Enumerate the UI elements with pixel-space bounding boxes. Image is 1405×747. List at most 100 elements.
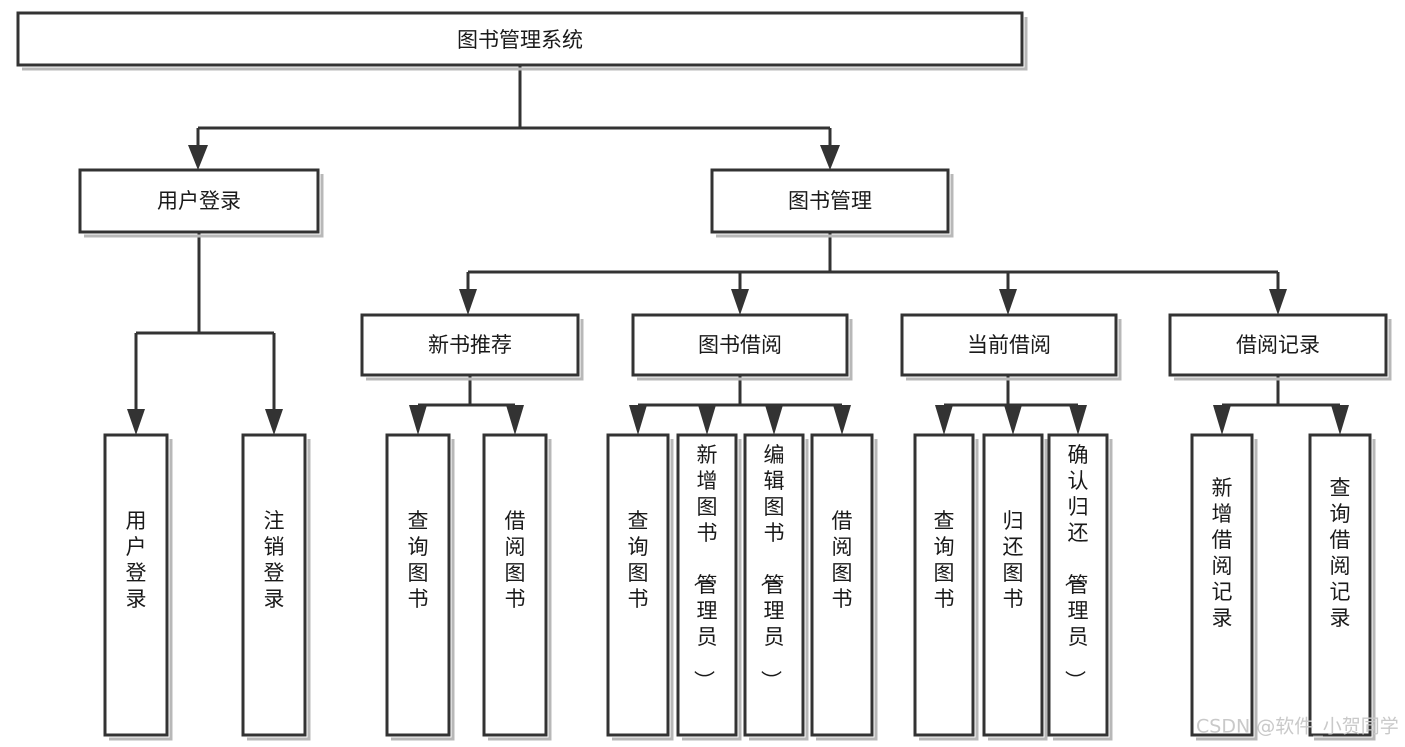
node-leaf-borrow-book-2[interactable]: 借阅图书 bbox=[810, 433, 878, 741]
node-leaf-query-book-2-box bbox=[606, 433, 670, 737]
node-leaf-confirm-return-box bbox=[1047, 433, 1109, 737]
node-leaf-edit-book-shadow bbox=[749, 439, 809, 741]
node-leaf-add-borrow-record-label: 新增借阅记录 bbox=[1212, 476, 1233, 630]
node-leaf-user-logout-box bbox=[241, 433, 307, 737]
node-leaf-add-borrow-record[interactable]: 新增借阅记录 bbox=[1190, 433, 1258, 741]
node-leaf-confirm-return-label: 确认归还（管理员） bbox=[1063, 443, 1089, 691]
node-new-book-recommend-label: 新书推荐 bbox=[428, 333, 512, 357]
node-leaf-query-borrow-record-label: 查询借阅记录 bbox=[1330, 476, 1351, 630]
node-leaf-user-login-box bbox=[103, 433, 169, 737]
arrowhead-leaf-query-borrow-record bbox=[1331, 405, 1349, 435]
node-book-borrow-box bbox=[631, 313, 849, 377]
node-book-manage-label: 图书管理 bbox=[788, 189, 872, 213]
node-leaf-user-logout[interactable]: 注销登录 bbox=[241, 433, 311, 741]
node-leaf-add-book-label: 新增图书（管理员） bbox=[692, 443, 718, 691]
node-user-login-label: 用户登录 bbox=[157, 189, 241, 213]
node-leaf-query-book-3-label: 查询图书 bbox=[934, 509, 955, 611]
node-leaf-user-logout-label: 注销登录 bbox=[264, 509, 285, 611]
node-leaf-user-login-label: 用户登录 bbox=[126, 509, 147, 611]
node-user-login[interactable]: 用户登录 bbox=[78, 168, 324, 238]
node-leaf-user-logout-shadow bbox=[247, 439, 311, 741]
arrowhead-leaf-add-book bbox=[698, 405, 716, 435]
node-leaf-borrow-book-1-label: 借阅图书 bbox=[505, 509, 526, 611]
node-leaf-return-book-box bbox=[982, 433, 1044, 737]
connector-book-borrow-children bbox=[629, 375, 851, 435]
node-book-manage[interactable]: 图书管理 bbox=[710, 168, 954, 238]
arrowhead-new-book-recommend bbox=[459, 289, 477, 315]
node-leaf-borrow-book-1-shadow bbox=[488, 439, 552, 741]
node-current-borrow[interactable]: 当前借阅 bbox=[900, 313, 1122, 381]
node-current-borrow-shadow bbox=[906, 319, 1122, 381]
node-leaf-query-book-2[interactable]: 查询图书 bbox=[606, 433, 674, 741]
node-leaf-query-borrow-record[interactable]: 查询借阅记录 bbox=[1308, 433, 1376, 741]
arrowhead-current-borrow bbox=[999, 289, 1017, 315]
node-current-borrow-box bbox=[900, 313, 1118, 377]
arrowhead-leaf-query-book-1 bbox=[409, 405, 427, 435]
connector-current-borrow-children bbox=[935, 375, 1087, 435]
node-book-borrow-label: 图书借阅 bbox=[698, 333, 782, 357]
arrowhead-leaf-query-book-2 bbox=[629, 405, 647, 435]
connector-layer bbox=[127, 65, 1349, 435]
arrowhead-leaf-add-borrow-record bbox=[1213, 405, 1231, 435]
node-leaf-query-book-3-shadow bbox=[919, 439, 979, 741]
arrowhead-leaf-edit-book bbox=[765, 405, 783, 435]
arrowhead-book-manage bbox=[820, 145, 840, 170]
arrowhead-leaf-borrow-book-2 bbox=[833, 405, 851, 435]
arrowhead-borrow-record bbox=[1269, 289, 1287, 315]
node-leaf-edit-book-label: 编辑图书（管理员） bbox=[759, 443, 785, 691]
node-root[interactable]: 图书管理系统 bbox=[16, 11, 1028, 71]
node-leaf-query-borrow-record-shadow bbox=[1314, 439, 1376, 741]
node-leaf-edit-book[interactable]: 编辑图书（管理员） bbox=[743, 433, 809, 741]
node-user-login-box bbox=[78, 168, 320, 234]
node-new-book-recommend[interactable]: 新书推荐 bbox=[360, 313, 584, 381]
connector-borrow-record-children bbox=[1213, 375, 1349, 435]
arrowhead-leaf-user-logout bbox=[265, 409, 283, 435]
node-leaf-query-book-3[interactable]: 查询图书 bbox=[913, 433, 979, 741]
arrowhead-leaf-borrow-book-1 bbox=[506, 405, 524, 435]
node-leaf-borrow-book-1[interactable]: 借阅图书 bbox=[482, 433, 552, 741]
arrowhead-book-borrow bbox=[731, 289, 749, 315]
connector-new-book-recommend-children bbox=[409, 375, 524, 435]
node-leaf-user-login-shadow bbox=[109, 439, 173, 741]
arrowhead-leaf-user-login bbox=[127, 409, 145, 435]
node-leaf-borrow-book-2-shadow bbox=[816, 439, 878, 741]
node-user-login-shadow bbox=[84, 174, 324, 238]
node-leaf-add-borrow-record-box bbox=[1190, 433, 1254, 737]
node-leaf-query-book-3-box bbox=[913, 433, 975, 737]
arrowhead-leaf-return-book bbox=[1004, 405, 1022, 435]
csdn-watermark: CSDN @软件_小贺同学 bbox=[1196, 716, 1399, 738]
node-leaf-query-book-2-label: 查询图书 bbox=[628, 509, 649, 611]
node-book-manage-box bbox=[710, 168, 950, 234]
node-leaf-borrow-book-1-box bbox=[482, 433, 548, 737]
node-leaf-query-book-1[interactable]: 查询图书 bbox=[385, 433, 455, 741]
node-leaf-add-book[interactable]: 新增图书（管理员） bbox=[676, 433, 742, 741]
node-borrow-record[interactable]: 借阅记录 bbox=[1168, 313, 1392, 381]
node-borrow-record-label: 借阅记录 bbox=[1236, 333, 1320, 357]
arrowhead-leaf-query-book-3 bbox=[935, 405, 953, 435]
node-leaf-query-book-2-shadow bbox=[612, 439, 674, 741]
arrowhead-user-login bbox=[188, 145, 208, 170]
connector-root-to-level2 bbox=[188, 65, 840, 170]
node-borrow-record-box bbox=[1168, 313, 1388, 377]
node-leaf-query-book-1-shadow bbox=[391, 439, 455, 741]
node-leaf-query-borrow-record-box bbox=[1308, 433, 1372, 737]
node-book-manage-shadow bbox=[716, 174, 954, 238]
connector-book-manage-children bbox=[459, 232, 1287, 315]
connector-user-login-children bbox=[127, 232, 283, 435]
node-leaf-add-book-box bbox=[676, 433, 738, 737]
node-leaf-query-book-1-box bbox=[385, 433, 451, 737]
node-leaf-confirm-return[interactable]: 确认归还（管理员） bbox=[1047, 433, 1113, 741]
node-leaf-return-book-shadow bbox=[988, 439, 1048, 741]
node-root-label: 图书管理系统 bbox=[457, 28, 583, 52]
node-root-shadow bbox=[22, 17, 1028, 71]
node-leaf-add-borrow-record-shadow bbox=[1196, 439, 1258, 741]
node-leaf-borrow-book-2-label: 借阅图书 bbox=[832, 509, 853, 611]
node-leaf-query-book-1-label: 查询图书 bbox=[408, 509, 429, 611]
arrowhead-leaf-confirm-return bbox=[1069, 405, 1087, 435]
node-book-borrow[interactable]: 图书借阅 bbox=[631, 313, 853, 381]
node-leaf-user-login[interactable]: 用户登录 bbox=[103, 433, 173, 741]
node-borrow-record-shadow bbox=[1174, 319, 1392, 381]
node-book-borrow-shadow bbox=[637, 319, 853, 381]
node-leaf-return-book[interactable]: 归还图书 bbox=[982, 433, 1048, 741]
